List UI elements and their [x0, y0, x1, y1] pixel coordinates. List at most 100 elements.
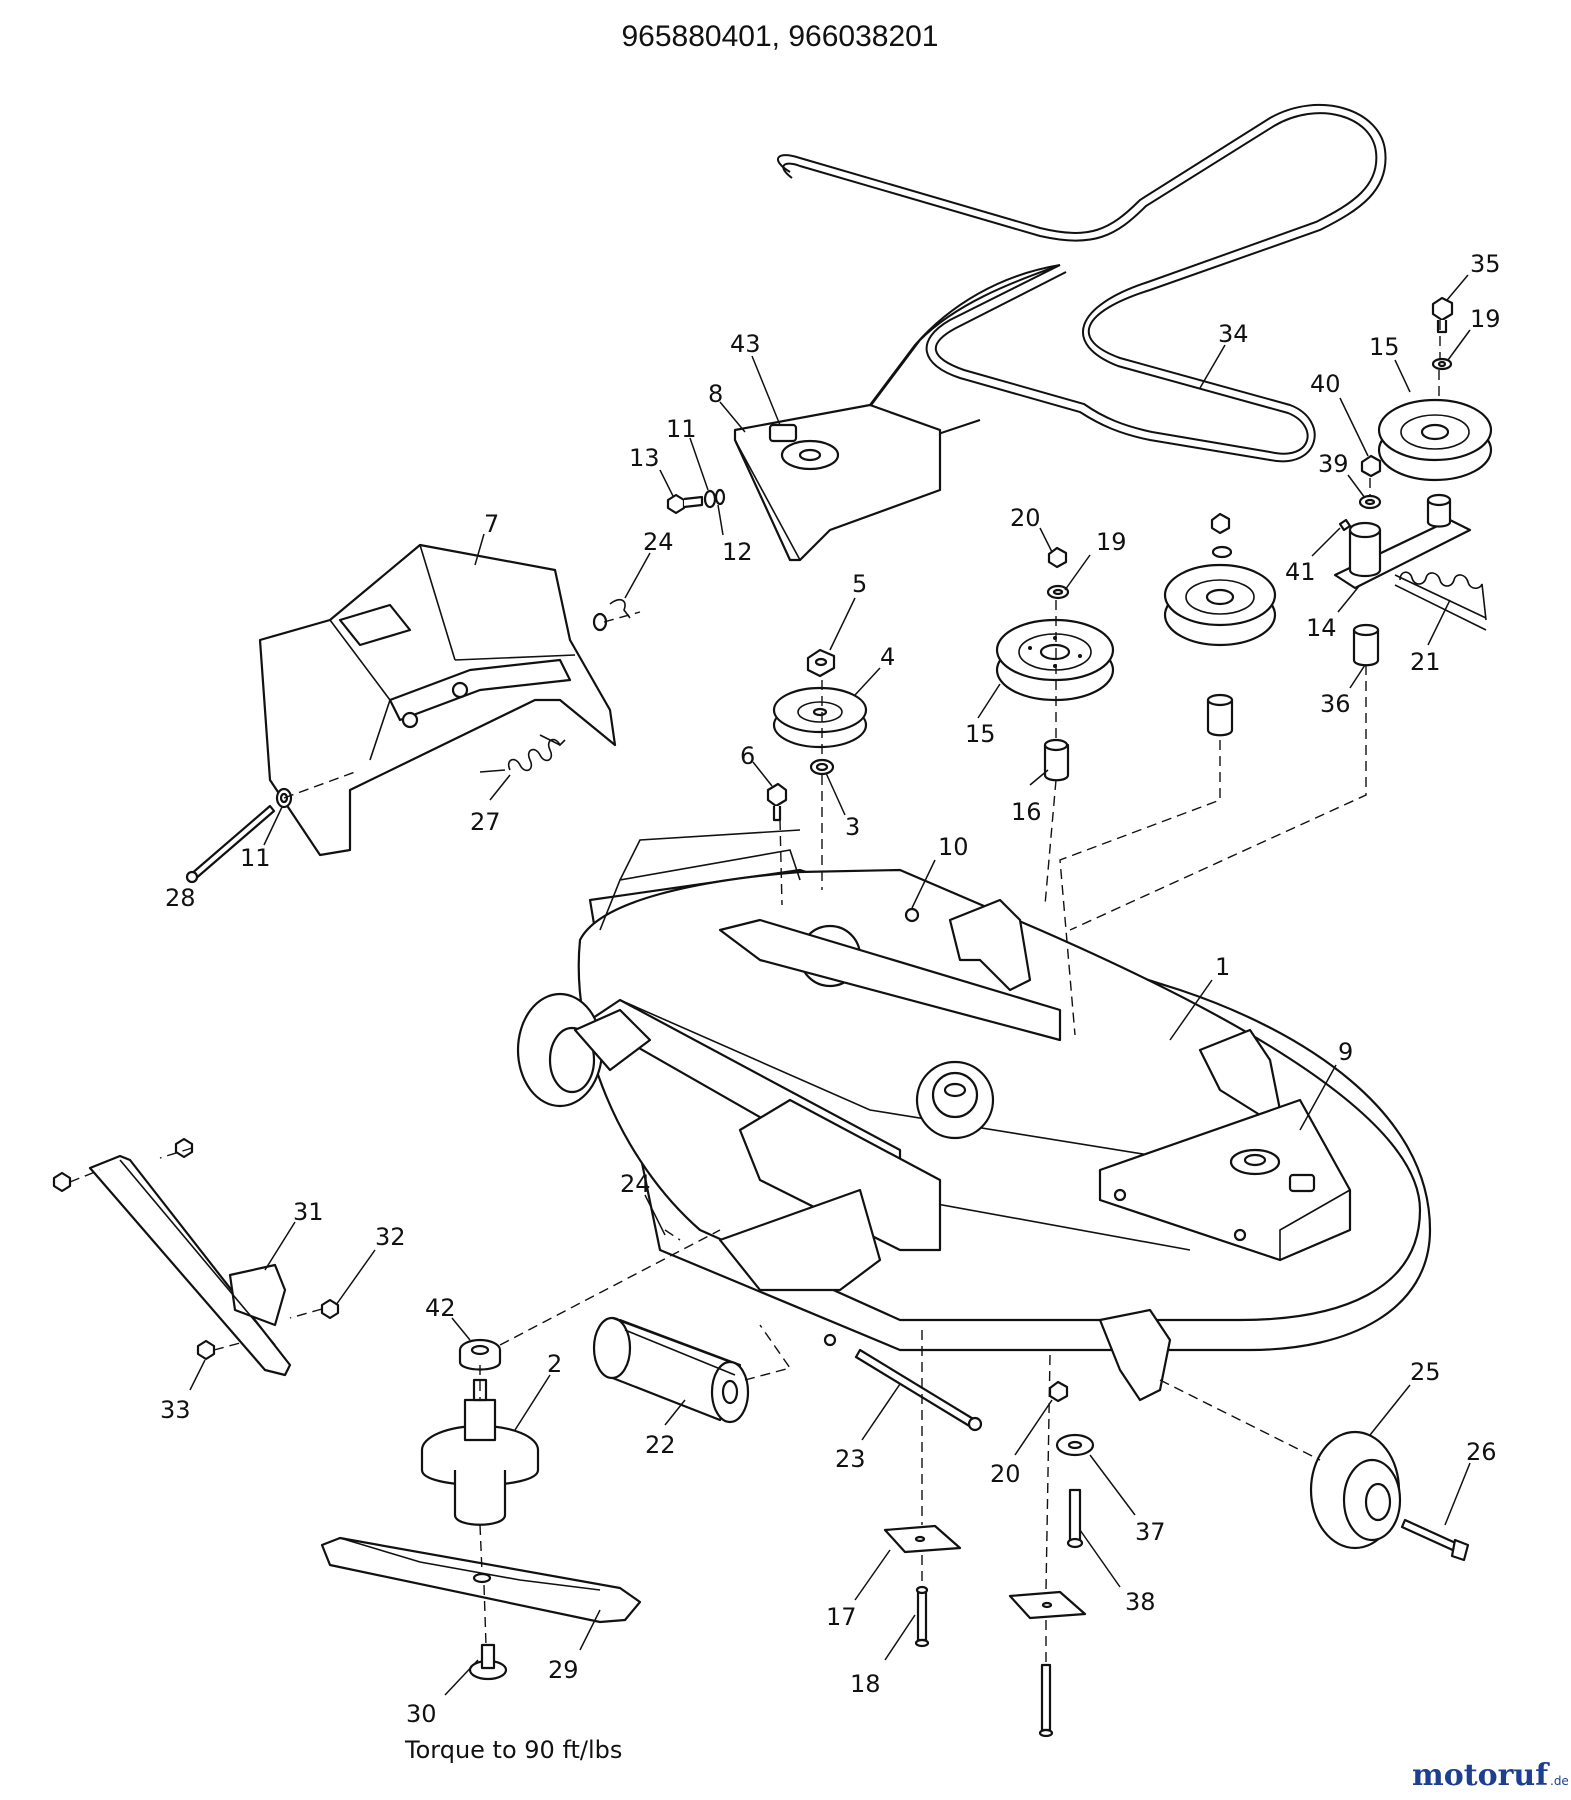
spring-27	[479, 734, 566, 773]
deck-top-details	[718, 918, 1062, 1140]
callout-32: 32	[375, 1223, 406, 1251]
grease-fitting-41	[1338, 518, 1352, 532]
torque-note: Torque to 90 ft/lbs	[404, 1736, 622, 1764]
callout-6: 6	[740, 742, 755, 770]
rod-28	[185, 804, 276, 884]
callout-39: 39	[1318, 450, 1349, 478]
bolt-35	[1431, 296, 1454, 334]
front-rail	[588, 998, 1172, 1402]
callout-18: 18	[850, 1670, 881, 1698]
spindle-2	[420, 1378, 540, 1526]
idler-arm-14	[1333, 493, 1472, 590]
washer-11-top	[703, 489, 717, 509]
callout-11-top: 11	[666, 415, 697, 443]
callout-17: 17	[826, 1603, 857, 1631]
callout-11-chute: 11	[240, 844, 271, 872]
nut-40	[1360, 454, 1382, 478]
callout-4: 4	[880, 643, 895, 671]
callout-1: 1	[1215, 953, 1230, 981]
callout-20-top: 20	[1010, 504, 1041, 532]
anti-scalp-wheel-25	[1309, 1430, 1402, 1550]
blade-bolt-30	[468, 1643, 508, 1681]
washer-12	[714, 488, 726, 506]
plate-17	[883, 1524, 962, 1554]
callout-9: 9	[1338, 1038, 1353, 1066]
callout-33: 33	[160, 1396, 191, 1424]
discharge-chute-7	[258, 543, 617, 857]
washer-37	[1055, 1433, 1095, 1457]
bushing-36	[1352, 623, 1380, 667]
callout-24-lower: 24	[620, 1170, 651, 1198]
callout-22: 22	[645, 1431, 676, 1459]
bolt-26	[1400, 1518, 1470, 1562]
blade-29	[320, 1536, 642, 1624]
callout-16: 16	[1011, 798, 1042, 826]
callout-24-top: 24	[643, 528, 674, 556]
bearing-42	[458, 1338, 502, 1371]
callout-42: 42	[425, 1294, 456, 1322]
nut-20-lower	[1048, 1380, 1069, 1403]
plate-lower	[1008, 1590, 1087, 1620]
deflector-fasteners	[52, 1137, 194, 1193]
callout-12: 12	[722, 538, 753, 566]
callout-31: 31	[293, 1198, 324, 1226]
belt-cover-9	[1098, 1098, 1352, 1262]
callout-30: 30	[406, 1700, 437, 1728]
pin-24-top	[609, 598, 631, 619]
nut-5	[806, 648, 836, 678]
bolt-18	[914, 1585, 930, 1648]
diagram-title: 965880401, 966038201	[622, 20, 939, 53]
bolt-6	[766, 782, 788, 822]
callout-5: 5	[852, 570, 867, 598]
callout-15-right: 15	[1369, 333, 1400, 361]
callouts: 1 2 3 4 5 6 7 8 9 10 11 11 12	[160, 250, 1501, 1728]
bracket-10	[904, 898, 1032, 992]
callout-23: 23	[835, 1445, 866, 1473]
roller-22	[592, 1316, 750, 1424]
axle-23	[854, 1348, 983, 1432]
callout-3: 3	[845, 813, 860, 841]
callout-35: 35	[1470, 250, 1501, 278]
callout-28: 28	[165, 884, 196, 912]
callout-8: 8	[708, 380, 723, 408]
callout-13: 13	[629, 444, 660, 472]
bolt-38	[1066, 1488, 1084, 1549]
callout-20-lower: 20	[990, 1460, 1021, 1488]
nut-20-top	[1047, 546, 1068, 569]
anti-scalp-wheel-left	[516, 992, 652, 1108]
bolt-13	[666, 493, 704, 515]
washer-19-right	[1431, 357, 1453, 371]
callout-34: 34	[1218, 320, 1249, 348]
callout-14: 14	[1306, 614, 1337, 642]
deflector-31	[88, 1154, 292, 1377]
spring-21	[1394, 571, 1487, 631]
idler-pulley-15-mid	[995, 618, 1115, 702]
idler-pulley-second	[1163, 512, 1277, 737]
callout-7: 7	[484, 510, 499, 538]
nut-33	[196, 1339, 216, 1361]
callout-26: 26	[1466, 1438, 1497, 1466]
callout-43: 43	[730, 330, 761, 358]
bolt-lower	[1038, 1663, 1054, 1738]
callout-19-mid: 19	[1096, 528, 1127, 556]
callout-37: 37	[1135, 1518, 1166, 1546]
spacer-16	[1043, 738, 1070, 782]
watermark-suffix: .de	[1550, 1774, 1569, 1788]
pulley-4	[772, 686, 868, 749]
belt-cover-8	[733, 403, 942, 562]
callout-36: 36	[1320, 690, 1351, 718]
idler-pulley-15-right	[1377, 398, 1493, 482]
assembly-lines	[69, 320, 1441, 1662]
callout-41: 41	[1285, 558, 1316, 586]
watermark-text: motoruf	[1412, 1758, 1550, 1793]
callout-25: 25	[1410, 1358, 1441, 1386]
washer-39	[1358, 494, 1382, 510]
callout-29: 29	[548, 1656, 579, 1684]
washer-3	[809, 758, 835, 776]
bolt-32	[320, 1298, 340, 1320]
watermark-logo: motoruf .de	[1412, 1758, 1569, 1793]
callout-2: 2	[547, 1350, 562, 1378]
callout-40: 40	[1310, 370, 1341, 398]
callout-21: 21	[1410, 648, 1441, 676]
